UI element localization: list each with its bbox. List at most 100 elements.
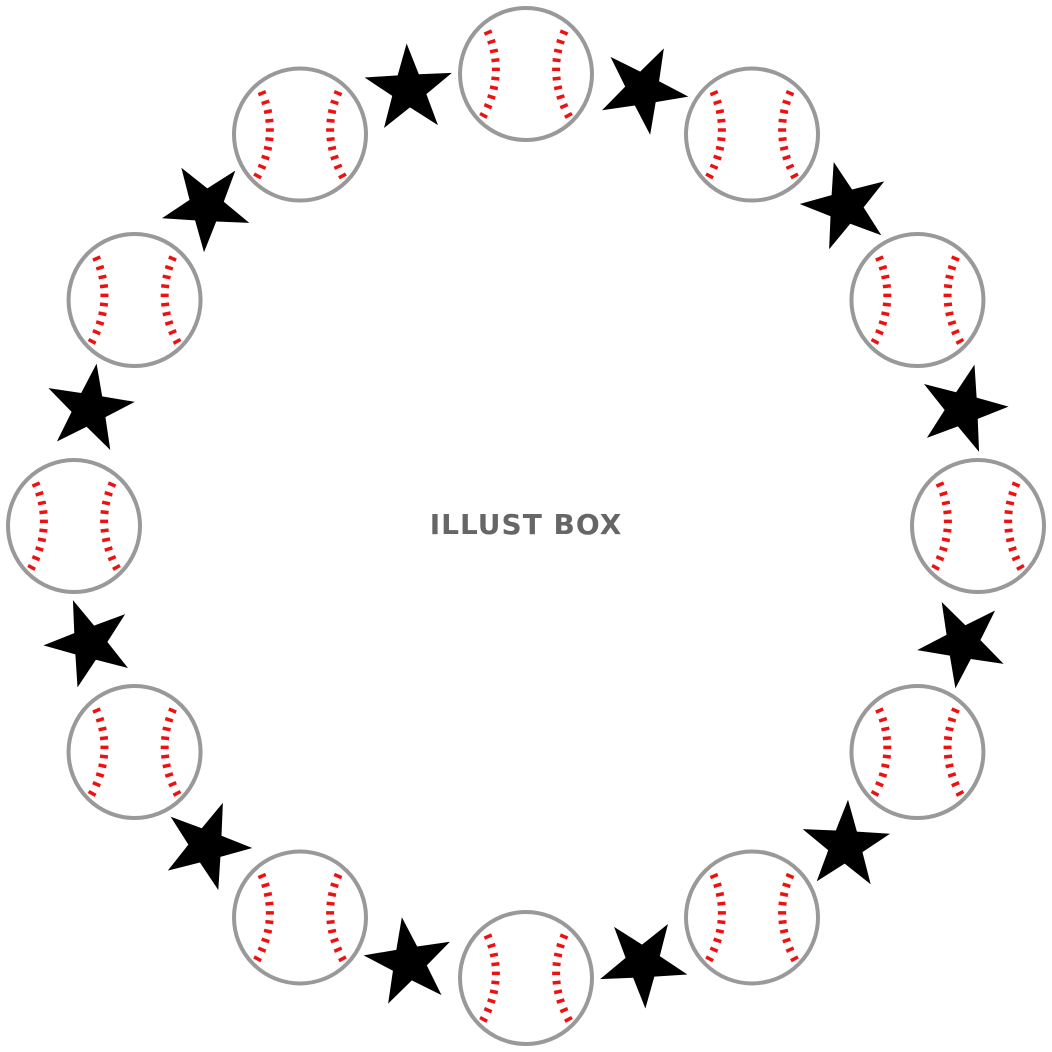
- stitch-mark: [330, 154, 339, 161]
- stitch-mark: [95, 716, 105, 723]
- stitch-mark: [715, 928, 725, 934]
- stitch-mark: [564, 1015, 573, 1023]
- stitch-mark: [333, 872, 343, 880]
- stitch-mark: [35, 546, 44, 552]
- baseball-icon: [232, 849, 368, 986]
- star-icon: [917, 602, 1004, 689]
- stitch-mark: [552, 76, 561, 81]
- stitch-mark: [100, 510, 109, 515]
- stitch-mark: [870, 789, 880, 797]
- stitch-mark: [931, 563, 940, 571]
- stitch-mark: [333, 163, 343, 170]
- stitch-mark: [479, 111, 488, 119]
- stitch-mark: [265, 136, 274, 142]
- stitch-mark: [98, 726, 107, 732]
- stitch-mark: [951, 781, 960, 788]
- stitch-mark: [705, 172, 714, 180]
- stitch-mark: [717, 901, 726, 906]
- stitch-mark: [99, 736, 109, 741]
- star-icon: [48, 363, 135, 450]
- stitch-mark: [878, 320, 888, 326]
- stitch-mark: [101, 500, 111, 506]
- stitch-mark: [553, 989, 563, 995]
- stitch-mark: [39, 528, 48, 533]
- baseball-icon: [849, 232, 986, 368]
- stitch-mark: [790, 172, 799, 180]
- baseball-icon: [66, 684, 203, 820]
- stitch-mark: [875, 329, 884, 336]
- stitch-mark: [713, 882, 722, 889]
- stitch-mark: [882, 736, 892, 741]
- stitch-mark: [939, 546, 948, 552]
- stitch-mark: [253, 955, 262, 963]
- stitch-mark: [330, 882, 339, 889]
- stitch-mark: [327, 109, 337, 115]
- stitch-mark: [172, 337, 182, 345]
- stitch-mark: [785, 946, 795, 953]
- stitch-mark: [107, 555, 117, 562]
- stitch-mark: [779, 109, 789, 115]
- stitch-mark: [261, 99, 270, 106]
- stitch-mark: [92, 707, 101, 714]
- stitch-mark: [717, 919, 726, 925]
- stitch-mark: [935, 555, 945, 562]
- stitch-mark: [564, 111, 573, 119]
- stitch-mark: [98, 311, 107, 317]
- stitch-mark: [1011, 555, 1021, 562]
- stitch-mark: [162, 311, 171, 317]
- star-icon: [600, 924, 688, 1009]
- stitch-mark: [487, 94, 496, 100]
- stitch-mark: [257, 872, 267, 880]
- stitch-mark: [487, 942, 496, 949]
- stitch-mark: [92, 781, 101, 788]
- stitch-mark: [785, 89, 795, 97]
- stitch-mark: [483, 29, 493, 36]
- stitch-mark: [265, 901, 274, 906]
- star-icon: [363, 917, 450, 1004]
- stitch-mark: [945, 763, 954, 769]
- stitch-mark: [955, 337, 965, 345]
- stitch-mark: [947, 772, 957, 778]
- stitch-mark: [95, 320, 105, 326]
- stitch-mark: [161, 754, 170, 759]
- star-icon: [43, 600, 128, 688]
- stitch-mark: [943, 302, 953, 307]
- stitch-mark: [881, 311, 890, 317]
- stitch-mark: [870, 337, 880, 345]
- stitch-mark: [709, 872, 719, 880]
- baseball-icon: [684, 849, 820, 986]
- stitch-mark: [947, 716, 957, 723]
- stitch-mark: [552, 980, 561, 985]
- stitch-mark: [715, 109, 725, 115]
- stitch-mark: [875, 255, 884, 262]
- baseball-icon: [458, 910, 594, 1046]
- stitch-mark: [162, 763, 171, 769]
- stitch-mark: [1004, 528, 1013, 533]
- stitch-mark: [491, 962, 500, 967]
- stitch-mark: [1008, 490, 1017, 497]
- stitch-mark: [87, 337, 97, 345]
- stitch-mark: [779, 891, 789, 897]
- stitch-mark: [39, 510, 48, 515]
- stitch-mark: [935, 481, 945, 488]
- stitch-mark: [553, 48, 563, 54]
- stitch-mark: [263, 109, 273, 115]
- stitch-mark: [717, 118, 726, 123]
- stitch-mark: [875, 707, 884, 714]
- star-icon: [802, 799, 890, 885]
- stitch-mark: [491, 58, 500, 63]
- stitch-mark: [265, 118, 274, 123]
- stitch-mark: [878, 264, 888, 271]
- stitch-mark: [945, 726, 954, 732]
- star-icon: [364, 43, 452, 128]
- stitch-mark: [882, 302, 891, 307]
- stitch-mark: [164, 772, 174, 778]
- stitch-mark: [162, 726, 171, 732]
- stitch-mark: [168, 781, 177, 788]
- stitch-mark: [713, 154, 722, 161]
- stitch-mark: [261, 937, 270, 944]
- stitch-mark: [556, 942, 565, 949]
- stitch-mark: [37, 500, 47, 506]
